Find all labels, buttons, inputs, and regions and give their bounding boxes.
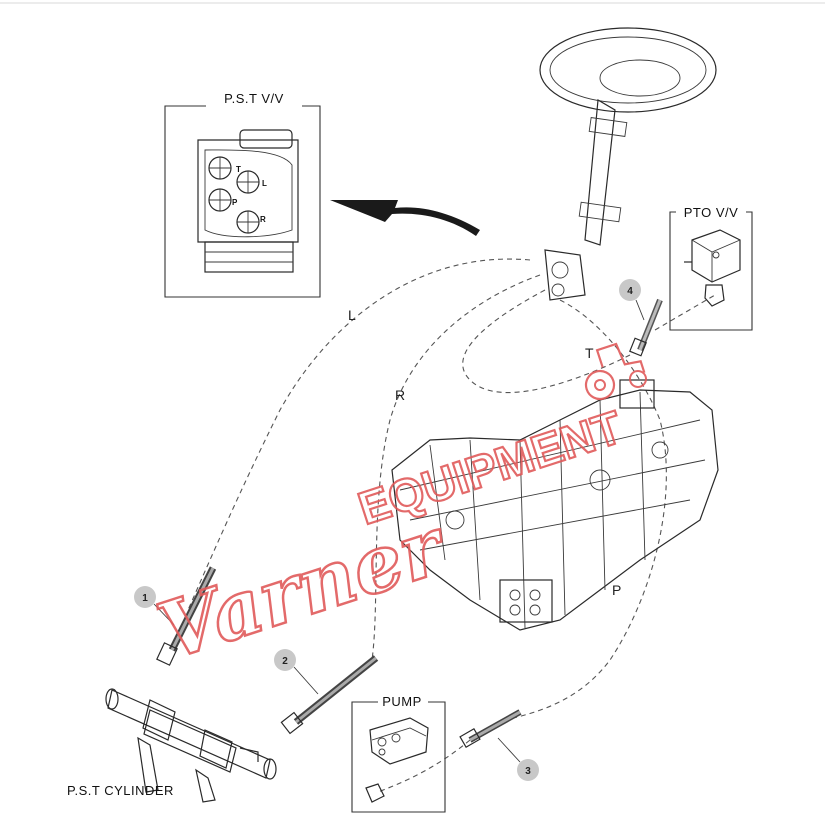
hose-line-pto	[654, 294, 716, 331]
hose-line-P	[504, 299, 667, 721]
pst-valve-ports: T L P R	[208, 156, 267, 234]
callout-4: 4	[619, 279, 645, 321]
steering-wheel	[539, 27, 717, 113]
line-letter-t: T	[585, 345, 594, 361]
pump-fitting	[365, 783, 385, 803]
pst-valve-body	[197, 129, 299, 273]
port-r-label: R	[260, 215, 266, 224]
pump-body	[369, 717, 429, 765]
rear-cover	[499, 579, 553, 623]
port-l-label: L	[262, 179, 267, 188]
watermark-script: Varner	[148, 500, 459, 678]
part-2-pipe	[280, 655, 379, 735]
hose-lines	[187, 258, 716, 793]
part-3-pipe	[459, 709, 522, 749]
callout-3: 3	[497, 737, 539, 781]
pst-cylinder-label: P.S.T CYLINDER	[67, 783, 174, 798]
pst-valve-label: P.S.T V/V	[224, 91, 284, 106]
transmission-housing	[391, 379, 719, 631]
port-p-label: P	[232, 198, 238, 207]
hose-line-pump	[377, 739, 471, 793]
svg-text:2: 2	[282, 656, 288, 667]
part-1-pipe	[156, 566, 217, 666]
pump-inset: PUMP	[351, 694, 446, 813]
callout-1: 1	[134, 586, 175, 626]
port-t-label: T	[236, 165, 241, 174]
hose-line-T	[462, 289, 631, 394]
pointer-arrow	[330, 200, 480, 236]
callout-2: 2	[274, 649, 319, 695]
hose-line-L	[187, 258, 531, 611]
pst-valve-inset: P.S.T V/V T L P R	[164, 91, 321, 298]
line-letter-l: L	[348, 307, 356, 323]
pst-cylinder	[105, 688, 277, 803]
pump-label: PUMP	[382, 694, 422, 709]
pto-fitting	[704, 284, 725, 307]
pto-valve-label: PTO V/V	[684, 205, 739, 220]
watermark-tractor-icon	[584, 342, 647, 401]
line-letter-p: P	[612, 582, 621, 598]
svg-text:4: 4	[627, 286, 633, 297]
steering-assembly	[539, 27, 717, 301]
pto-valve-body	[691, 229, 741, 283]
steering-column	[584, 99, 616, 246]
part-4-pipe	[629, 298, 663, 357]
pto-valve-inset: PTO V/V	[669, 205, 753, 331]
hose-line-R	[371, 274, 541, 661]
svg-text:1: 1	[142, 593, 148, 604]
svg-text:3: 3	[525, 766, 531, 777]
steering-unit	[544, 249, 586, 301]
line-letter-r: R	[395, 387, 405, 403]
watermark-block: EQUIPMENT	[352, 401, 628, 535]
